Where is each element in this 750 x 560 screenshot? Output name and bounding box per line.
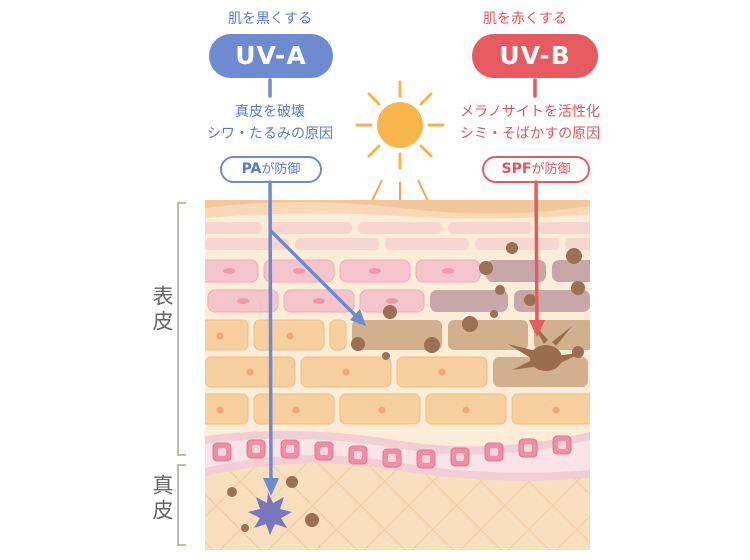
- epidermis-label: 表皮: [150, 285, 174, 335]
- uvb-desc-line1: メラノサイトを活性化: [460, 104, 600, 120]
- uvb-pill: UV-B: [472, 34, 598, 78]
- pa-tag-strong: PA: [241, 161, 262, 177]
- dermis-label: 真皮: [150, 474, 174, 524]
- uvb-desc-line2: シミ・そばかすの原因: [459, 126, 601, 142]
- uva-top-caption: 肌を黒くする: [228, 11, 312, 27]
- uva-pill: UV-A: [209, 34, 333, 78]
- melanocyte-icon: [508, 322, 584, 371]
- damage-burst-icon: [248, 492, 292, 535]
- pa-tag-rest: が防御: [261, 162, 301, 177]
- dermis-bracket: [177, 464, 186, 546]
- uvb-top-caption: 肌を赤くする: [483, 11, 567, 27]
- uva-desc-line2: シワ・たるみの原因: [207, 126, 333, 142]
- sun-icon: [355, 80, 445, 217]
- spf-tag-rest: が防御: [531, 162, 571, 177]
- spf-tag-strong: SPF: [501, 161, 532, 177]
- epidermis-bracket: [177, 202, 186, 456]
- uva-desc-line1: 真皮を破壊: [235, 104, 305, 120]
